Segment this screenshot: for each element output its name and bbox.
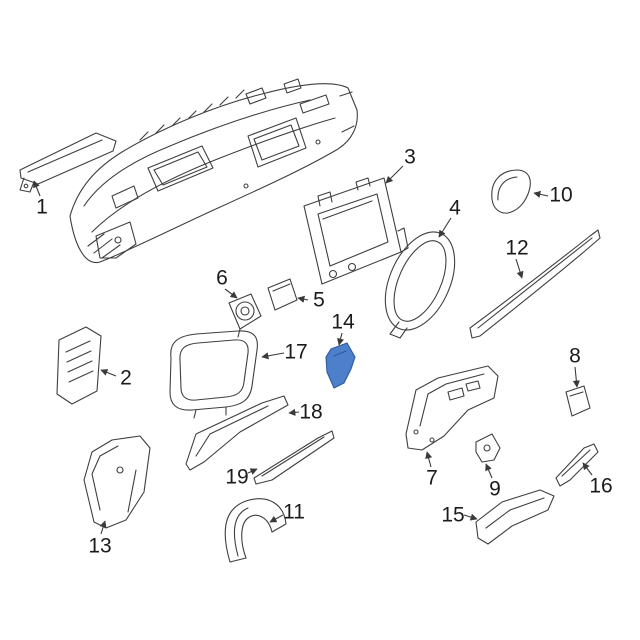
leader-line-1 — [33, 180, 41, 197]
leader-line-12 — [515, 258, 524, 279]
callout-1[interactable]: 1 — [36, 195, 48, 219]
callout-11[interactable]: 11 — [283, 500, 305, 524]
part-drawing-4 — [384, 231, 456, 339]
part-drawing-dash-assembly — [69, 78, 358, 264]
leader-line-6 — [224, 288, 238, 299]
leader-line-10 — [533, 190, 549, 198]
part-drawing-16 — [555, 443, 599, 487]
part-drawing-7 — [405, 365, 499, 451]
part-drawing-8 — [565, 385, 591, 417]
leader-line-17 — [261, 352, 285, 360]
callout-3[interactable]: 3 — [404, 145, 416, 169]
part-drawing-17 — [169, 330, 258, 419]
part-drawing-11 — [224, 498, 287, 563]
leader-line-11 — [269, 514, 284, 523]
part-drawing-14[interactable] — [325, 342, 356, 389]
leader-line-14 — [337, 332, 345, 346]
part-drawing-15 — [475, 489, 555, 545]
callout-13[interactable]: 13 — [88, 534, 112, 558]
leader-line-15 — [463, 513, 478, 521]
leader-line-16 — [582, 462, 593, 476]
callout-5[interactable]: 5 — [313, 288, 325, 312]
callout-16[interactable]: 16 — [589, 474, 613, 498]
part-drawing-1 — [19, 132, 117, 193]
leader-line-18 — [288, 408, 300, 416]
callout-6[interactable]: 6 — [216, 266, 228, 290]
part-drawing-18 — [185, 395, 289, 471]
part-drawing-9 — [475, 433, 501, 463]
callout-9[interactable]: 9 — [489, 477, 501, 501]
leader-line-7 — [425, 451, 433, 468]
part-drawing-12 — [469, 229, 601, 339]
part-drawing-6 — [228, 293, 262, 338]
part-drawing-2 — [56, 326, 102, 405]
leader-line-19 — [247, 468, 258, 475]
leader-line-2 — [100, 369, 117, 377]
leader-line-9 — [485, 463, 493, 479]
part-drawing-5 — [267, 278, 298, 311]
leader-line-3 — [385, 165, 404, 184]
callout-15[interactable]: 15 — [441, 503, 465, 527]
callout-10[interactable]: 10 — [549, 183, 573, 207]
leader-lines — [33, 165, 593, 535]
callout-18[interactable]: 18 — [299, 400, 323, 424]
leader-line-4 — [438, 217, 452, 238]
leader-line-8 — [572, 366, 580, 388]
part-drawing-10 — [491, 169, 531, 214]
callout-12[interactable]: 12 — [505, 236, 529, 260]
callout-2[interactable]: 2 — [120, 366, 132, 390]
callout-4[interactable]: 4 — [449, 196, 461, 220]
callout-19[interactable]: 19 — [225, 465, 249, 489]
callout-7[interactable]: 7 — [426, 466, 438, 490]
part-drawing-19 — [253, 430, 335, 485]
part-drawing-13 — [83, 435, 151, 529]
leader-line-5 — [297, 295, 309, 303]
callout-8[interactable]: 8 — [569, 344, 581, 368]
callout-17[interactable]: 17 — [284, 340, 308, 364]
part-14-highlighted-shape[interactable] — [325, 342, 356, 389]
leader-line-13 — [99, 520, 107, 535]
callout-14[interactable]: 14 — [331, 310, 355, 334]
